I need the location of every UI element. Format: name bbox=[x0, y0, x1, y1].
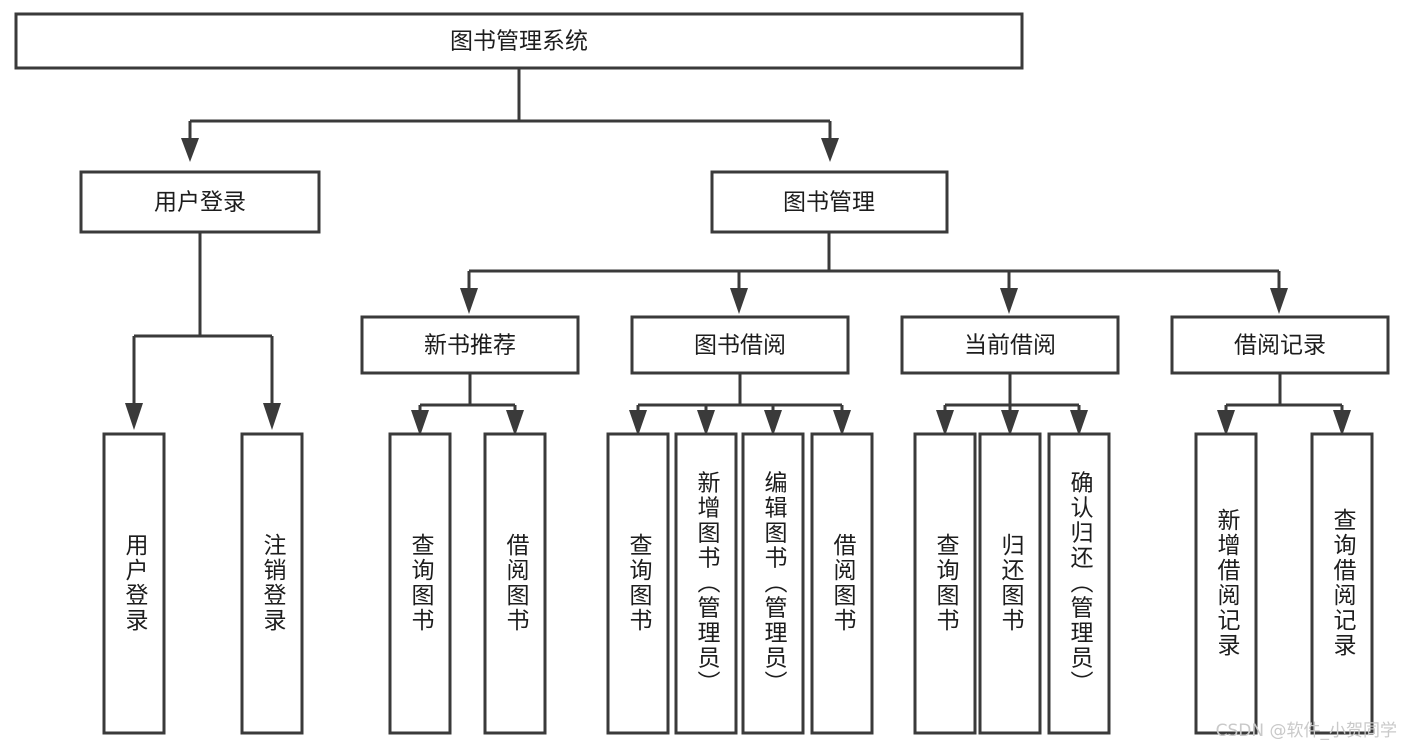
arrow-head-leaf-bb-4 bbox=[833, 410, 851, 436]
leaf-cb-1-box[interactable] bbox=[913, 432, 977, 735]
arrow-head-leaf-cb-2 bbox=[1001, 410, 1019, 436]
arrow-head-leaf-nbr-1 bbox=[411, 410, 429, 436]
leaf-user-login-1[interactable]: 用户登录 bbox=[102, 432, 166, 735]
node-root-box[interactable] bbox=[14, 12, 1024, 70]
leaf-bb-3-label: 编辑图书（管理员） bbox=[760, 471, 788, 696]
leaf-bb-2-label: 新增图书（管理员） bbox=[693, 471, 721, 696]
arrow-head-leaf-cb-3 bbox=[1070, 410, 1088, 436]
leaf-borrow-record-2[interactable]: 查询借阅记录 bbox=[1310, 432, 1374, 735]
leaf-book-borrow-2[interactable]: 新增图书（管理员） bbox=[674, 432, 738, 735]
connector-group-root bbox=[181, 68, 839, 162]
leaf-cb-2-label: 归还图书 bbox=[997, 533, 1025, 633]
leaf-user-login-1-box[interactable] bbox=[102, 432, 166, 735]
leaf-nbr-1-box[interactable] bbox=[388, 432, 452, 735]
leaf-new-book-recommend-2[interactable]: 借阅图书 bbox=[483, 432, 547, 735]
leaf-borrow-record-1[interactable]: 新增借阅记录 bbox=[1194, 432, 1258, 735]
leaf-user-login-2-box[interactable] bbox=[240, 432, 304, 735]
leaf-bb-2-box[interactable] bbox=[674, 432, 738, 735]
arrow-head-book-mgmt bbox=[821, 138, 839, 162]
node-user-login-label: 用户登录 bbox=[154, 190, 246, 216]
leaf-nbr-1-label: 查询图书 bbox=[407, 533, 435, 633]
leaf-cb-2-box[interactable] bbox=[978, 432, 1042, 735]
node-new-book-recommend[interactable]: 新书推荐 bbox=[360, 315, 580, 375]
leaf-user-login-2[interactable]: 注销登录 bbox=[240, 432, 304, 735]
arrow-head-current-borrow bbox=[1000, 288, 1018, 314]
leaf-current-borrow-3[interactable]: 确认归还（管理员） bbox=[1047, 432, 1111, 735]
leaf-br-1-box[interactable] bbox=[1194, 432, 1258, 735]
node-book-management[interactable]: 图书管理 bbox=[710, 170, 949, 234]
node-book-management-box[interactable] bbox=[710, 170, 949, 234]
node-user-login[interactable]: 用户登录 bbox=[79, 170, 321, 234]
arrow-head-leaf-nbr-2 bbox=[506, 410, 524, 436]
csdn-watermark: CSDN @软件_小贺同学 bbox=[1215, 721, 1397, 741]
node-book-borrow-box[interactable] bbox=[630, 315, 850, 375]
node-borrow-record-box[interactable] bbox=[1170, 315, 1390, 375]
arrow-head-leaf-bb-1 bbox=[629, 410, 647, 436]
leaf-user-login-2-label: 注销登录 bbox=[259, 533, 287, 633]
connector-group-new-book-recommend bbox=[411, 373, 524, 436]
arrow-head-leaf-bb-3 bbox=[764, 410, 782, 436]
leaf-cb-1-label: 查询图书 bbox=[932, 533, 960, 633]
node-root-label: 图书管理系统 bbox=[450, 29, 588, 55]
leaf-nbr-2-box[interactable] bbox=[483, 432, 547, 735]
arrow-head-leaf-br-2 bbox=[1333, 410, 1351, 436]
leaf-cb-3-label: 确认归还（管理员） bbox=[1066, 471, 1094, 696]
leaf-bb-1-box[interactable] bbox=[606, 432, 670, 735]
leaf-book-borrow-3[interactable]: 编辑图书（管理员） bbox=[741, 432, 805, 735]
arrow-head-leaf-bb-2 bbox=[697, 410, 715, 436]
leaf-current-borrow-2[interactable]: 归还图书 bbox=[978, 432, 1042, 735]
leaf-book-borrow-1[interactable]: 查询图书 bbox=[606, 432, 670, 735]
leaf-nbr-2-label: 借阅图书 bbox=[502, 533, 530, 633]
node-current-borrow[interactable]: 当前借阅 bbox=[900, 315, 1120, 375]
arrow-head-book-borrow bbox=[730, 288, 748, 314]
connector-group-book-borrow bbox=[629, 373, 851, 436]
connector-group-user-login bbox=[125, 232, 281, 430]
arrow-head-new-book-recommend bbox=[460, 288, 478, 314]
arrow-head-leaf-user-login-1 bbox=[125, 403, 143, 430]
node-current-borrow-box[interactable] bbox=[900, 315, 1120, 375]
leaf-br-2-box[interactable] bbox=[1310, 432, 1374, 735]
leaf-cb-3-box[interactable] bbox=[1047, 432, 1111, 735]
node-root[interactable]: 图书管理系统 bbox=[14, 12, 1024, 70]
leaf-br-2-label: 查询借阅记录 bbox=[1329, 508, 1357, 658]
arrow-head-user-login bbox=[181, 138, 199, 162]
node-borrow-record[interactable]: 借阅记录 bbox=[1170, 315, 1390, 375]
leaf-bb-1-label: 查询图书 bbox=[625, 533, 653, 633]
connector-group-book-management bbox=[460, 232, 1288, 314]
leaf-bb-4-box[interactable] bbox=[810, 432, 874, 735]
connector-group-current-borrow bbox=[936, 373, 1088, 436]
arrow-head-borrow-record bbox=[1270, 288, 1288, 314]
node-borrow-record-label: 借阅记录 bbox=[1234, 333, 1326, 359]
leaf-user-login-1-label: 用户登录 bbox=[121, 533, 149, 633]
leaf-book-borrow-4[interactable]: 借阅图书 bbox=[810, 432, 874, 735]
node-book-borrow[interactable]: 图书借阅 bbox=[630, 315, 850, 375]
node-new-book-recommend-box[interactable] bbox=[360, 315, 580, 375]
node-new-book-recommend-label: 新书推荐 bbox=[424, 333, 516, 359]
arrow-head-leaf-cb-1 bbox=[936, 410, 954, 436]
node-book-management-label: 图书管理 bbox=[783, 190, 875, 216]
leaf-new-book-recommend-1[interactable]: 查询图书 bbox=[388, 432, 452, 735]
leaf-bb-4-label: 借阅图书 bbox=[829, 533, 857, 633]
leaf-current-borrow-1[interactable]: 查询图书 bbox=[913, 432, 977, 735]
leaf-br-1-label: 新增借阅记录 bbox=[1213, 508, 1241, 658]
connector-group-borrow-record bbox=[1217, 373, 1351, 436]
arrow-head-leaf-user-login-2 bbox=[263, 403, 281, 430]
node-current-borrow-label: 当前借阅 bbox=[964, 333, 1056, 359]
leaf-bb-3-box[interactable] bbox=[741, 432, 805, 735]
node-book-borrow-label: 图书借阅 bbox=[694, 333, 786, 359]
arrow-head-leaf-br-1 bbox=[1217, 410, 1235, 436]
